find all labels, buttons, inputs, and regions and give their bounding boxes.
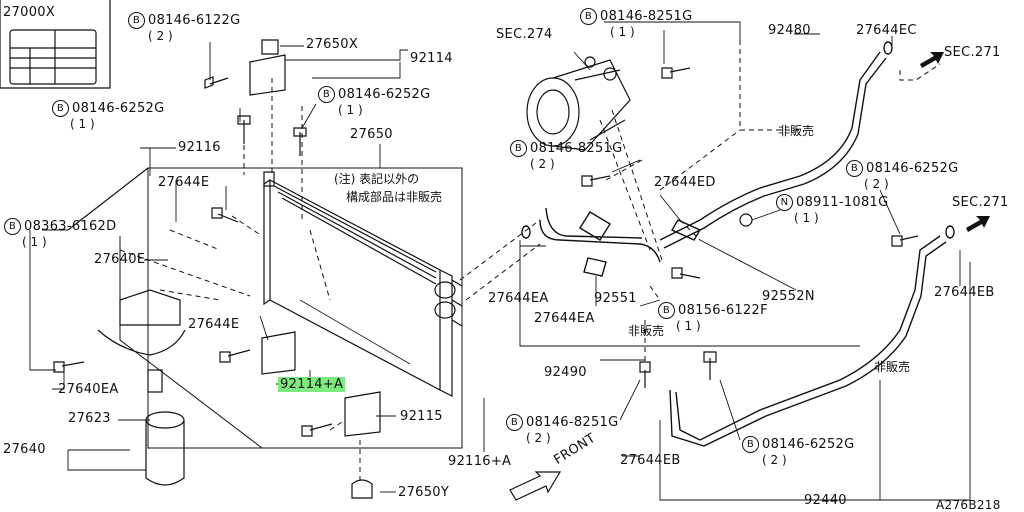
part-27650[interactable]: 27650	[350, 127, 393, 142]
bolt-prefix-b-icon: B	[4, 218, 21, 235]
receiver-drier	[97, 289, 186, 486]
note-line-2: 構成部品は非販売	[346, 190, 443, 204]
qty-label: ( 2 )	[530, 157, 555, 171]
part-92116a[interactable]: 92116+A	[448, 454, 512, 469]
section-274[interactable]: SEC.274	[496, 27, 553, 42]
highlighted-part-label: 92114+A	[278, 377, 346, 392]
qty-label: ( 2 )	[148, 29, 173, 43]
part-27640ea[interactable]: 27640EA	[58, 382, 119, 397]
leader-lines	[29, 21, 971, 501]
part-27640[interactable]: 27640	[3, 442, 46, 457]
qty-label: ( 2 )	[762, 453, 787, 467]
diagram-id: A276B218	[936, 498, 1001, 512]
condenser	[263, 171, 463, 397]
part-27644ed[interactable]: 27644ED	[654, 175, 716, 190]
part-27644e-mid[interactable]: 27644E	[188, 317, 240, 332]
section-271-top[interactable]: SEC.271	[944, 45, 1001, 60]
bolt-prefix-b-icon: B	[318, 86, 335, 103]
part-27640e[interactable]: 27640E	[94, 252, 146, 267]
part-92480[interactable]: 92480	[768, 23, 811, 38]
part-27650y[interactable]: 27650Y	[398, 485, 450, 500]
part-27644eb-bottom[interactable]: 27644EB	[620, 453, 681, 468]
inset-label: 27000X	[3, 5, 56, 20]
section-271-right[interactable]: SEC.271	[952, 195, 1009, 210]
part-27644ea-2[interactable]: 27644EA	[534, 311, 595, 326]
bolt-prefix-b-icon: B	[846, 160, 863, 177]
bolt-prefix-b-icon: B	[580, 8, 597, 25]
part-92552n[interactable]: 92552N	[762, 289, 815, 304]
part-92115[interactable]: 92115	[400, 409, 443, 424]
part-27623[interactable]: 27623	[68, 411, 111, 426]
inset-box	[0, 0, 111, 89]
part-27644eb-right[interactable]: 27644EB	[934, 285, 995, 300]
pipes	[521, 41, 955, 447]
dashed-lines	[119, 40, 941, 484]
bolt-prefix-b-icon: B	[742, 436, 759, 453]
not-for-sale-1: 非販売	[778, 124, 815, 138]
condenser-frame	[67, 167, 463, 449]
bolt-prefix-b-icon: B	[128, 12, 145, 29]
brackets	[249, 39, 381, 499]
part-92551[interactable]: 92551	[594, 291, 637, 306]
bolt-prefix-b-icon: B	[658, 302, 675, 319]
qty-label: ( 1 )	[70, 117, 95, 131]
front-arrow	[509, 471, 562, 501]
qty-label: ( 1 )	[794, 211, 819, 225]
part-92114a[interactable]: 92114+A	[278, 377, 346, 392]
qty-label: ( 1 )	[338, 103, 363, 117]
qty-label: ( 2 )	[526, 431, 551, 445]
qty-label: ( 1 )	[22, 235, 47, 249]
qty-label: ( 1 )	[676, 319, 701, 333]
bolt-prefix-b-icon: B	[52, 100, 69, 117]
part-27644ec[interactable]: 27644EC	[856, 23, 917, 38]
note-line-1: (注) 表記以外の	[334, 172, 420, 186]
part-27650x[interactable]: 27650X	[306, 37, 359, 52]
part-92440[interactable]: 92440	[804, 493, 847, 508]
compressor	[526, 56, 631, 151]
qty-label: ( 1 )	[610, 25, 635, 39]
part-27644ea-1[interactable]: 27644EA	[488, 291, 549, 306]
part-92116[interactable]: 92116	[178, 140, 221, 155]
part-92490[interactable]: 92490	[544, 365, 587, 380]
nut-prefix-n-icon: N	[776, 194, 793, 211]
part-27644e-top[interactable]: 27644E	[158, 175, 210, 190]
qty-label: ( 2 )	[864, 177, 889, 191]
bolt-prefix-b-icon: B	[510, 140, 527, 157]
arrows[interactable]	[920, 52, 990, 232]
not-for-sale-3: 非販売	[874, 360, 911, 374]
not-for-sale-2: 非販売	[628, 324, 665, 338]
part-92114[interactable]: 92114	[410, 51, 453, 66]
bolt-prefix-b-icon: B	[506, 414, 523, 431]
